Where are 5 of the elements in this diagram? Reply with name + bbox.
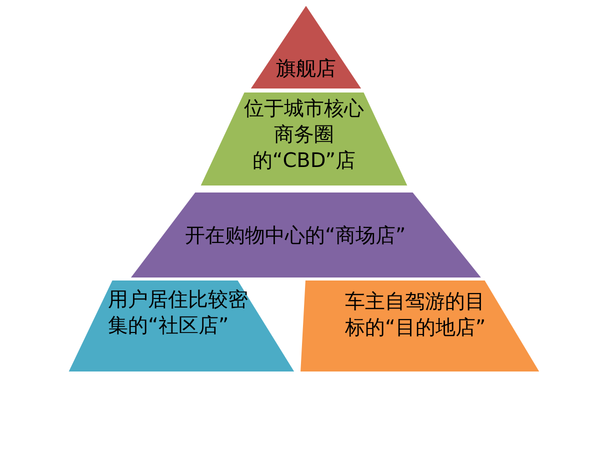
tier-label: 旗舰店 (275, 55, 337, 81)
tier-label: 位于城市核心商务圈的“CBD”店 (244, 95, 364, 173)
tier-label: 用户居住比较密集的“社区店” (108, 286, 249, 338)
tier-label: 车主自驾游的目标的“目的地店” (345, 288, 487, 340)
tier-label: 开在购物中心的“商场店” (185, 222, 407, 248)
